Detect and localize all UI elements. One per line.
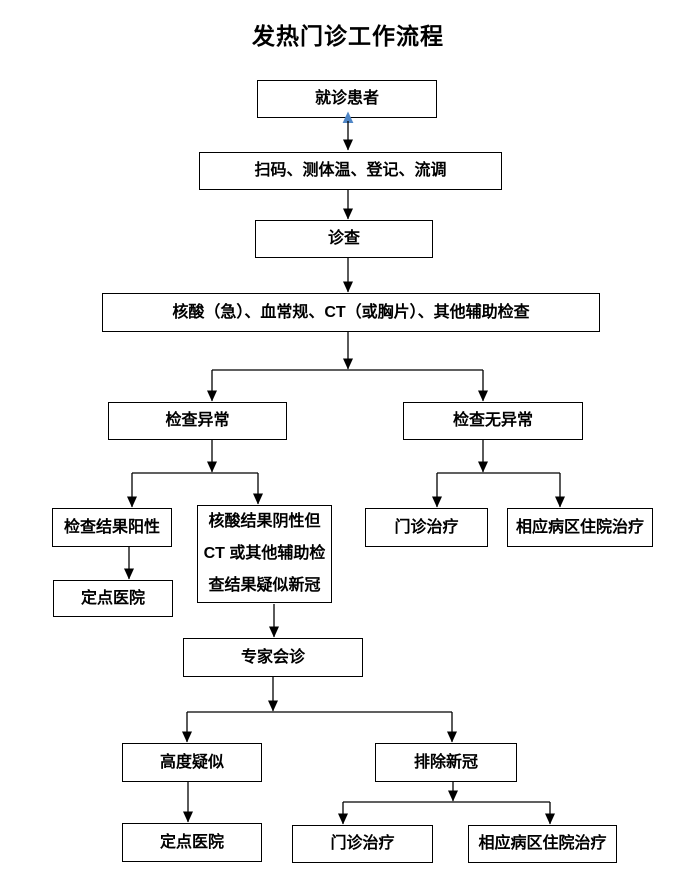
node-expert-consultation: 专家会诊 <box>183 638 363 677</box>
node-abnormal-result: 检查异常 <box>108 402 287 440</box>
node-designated-hospital-lower: 定点医院 <box>122 823 262 862</box>
node-lab-tests: 核酸（急）、血常规、CT（或胸片）、其他辅助检查 <box>102 293 600 332</box>
node-ward-treatment-upper: 相应病区住院治疗 <box>507 508 653 547</box>
node-patient-visit: 就诊患者 <box>257 80 437 118</box>
node-ward-treatment-lower: 相应病区住院治疗 <box>468 825 617 863</box>
node-examination: 诊查 <box>255 220 433 258</box>
node-no-abnormal-result: 检查无异常 <box>403 402 583 440</box>
node-negative-ct-suspected: 核酸结果阴性但 CT 或其他辅助检 查结果疑似新冠 <box>197 505 332 603</box>
node-outpatient-treatment-upper: 门诊治疗 <box>365 508 488 547</box>
node-covid-excluded: 排除新冠 <box>375 743 517 782</box>
node-scan-register: 扫码、测体温、登记、流调 <box>199 152 502 190</box>
page-title: 发热门诊工作流程 <box>252 23 444 49</box>
node-highly-suspected: 高度疑似 <box>122 743 262 782</box>
node-designated-hospital-upper: 定点医院 <box>53 580 173 617</box>
node-outpatient-treatment-lower: 门诊治疗 <box>292 825 433 863</box>
node-positive-result: 检查结果阳性 <box>52 508 172 547</box>
